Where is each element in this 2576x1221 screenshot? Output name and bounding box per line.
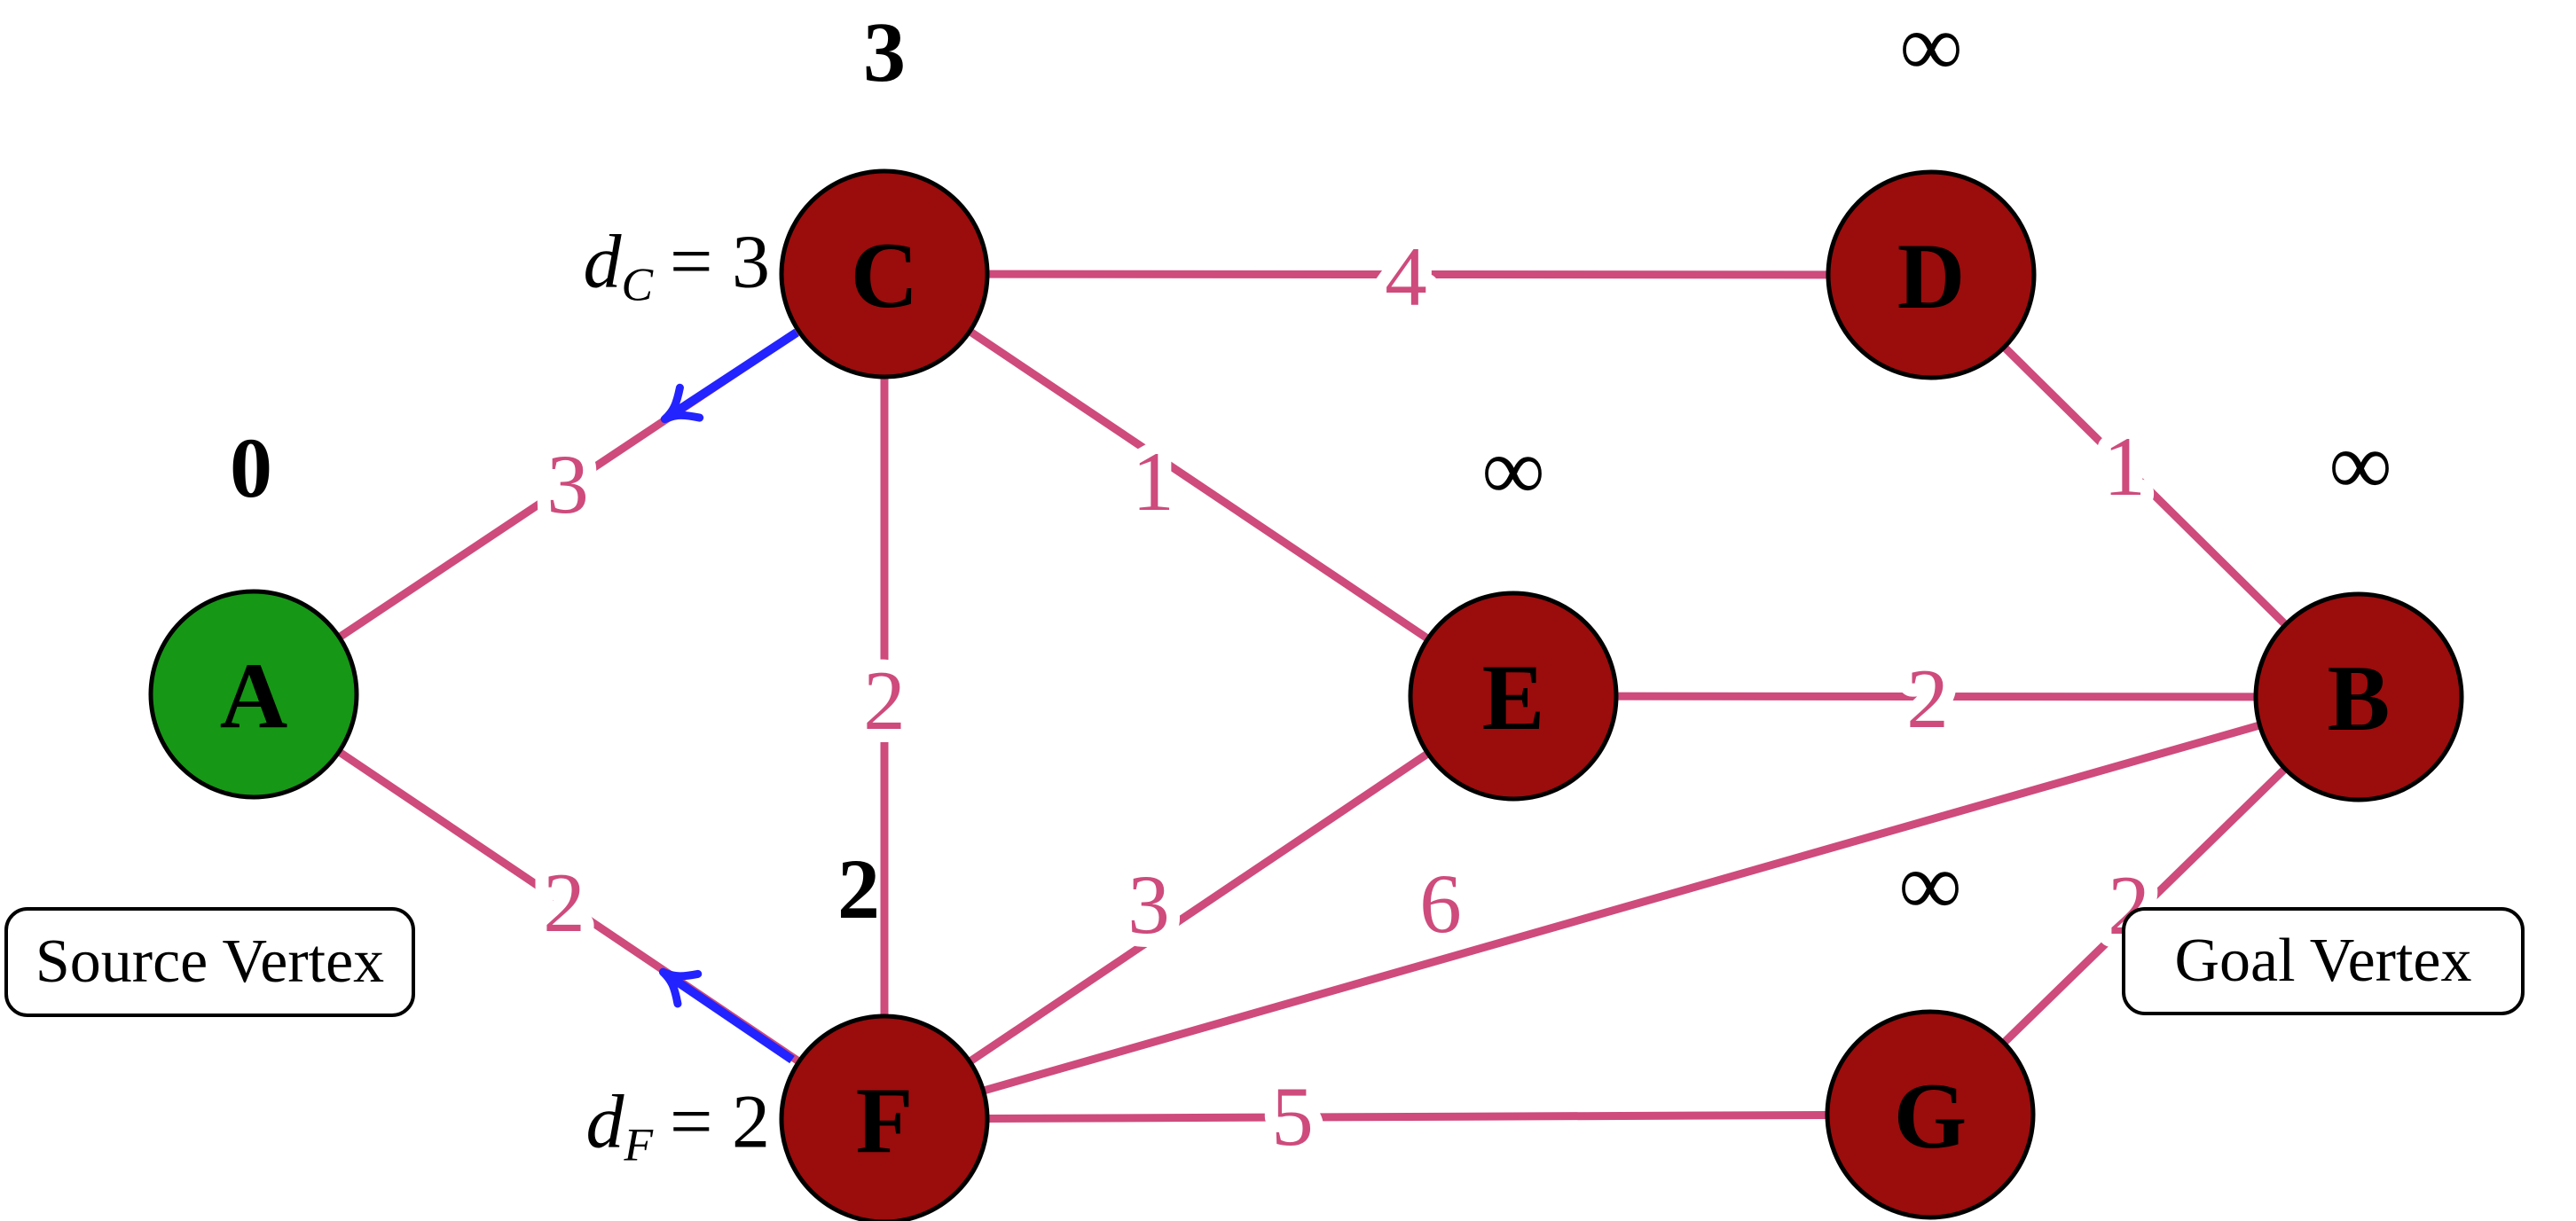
edge-E-F — [882, 693, 1516, 1123]
edge-weight-E-B: 2 — [1906, 652, 1949, 746]
distance-label-D: ∞ — [1899, 0, 1962, 95]
node-A — [148, 589, 359, 800]
node-B — [2253, 591, 2464, 802]
node-C — [779, 168, 990, 380]
nodes-layer: A C D E B F G — [148, 168, 2464, 1221]
goal-vertex-callout: Goal Vertex — [2122, 907, 2525, 1015]
edge-weight-C-E: 1 — [1132, 434, 1174, 528]
node-letter-A: A — [220, 644, 288, 747]
goal-vertex-label: Goal Vertex — [2174, 927, 2472, 995]
edge-C-D — [884, 270, 1932, 279]
edge-C-E — [882, 270, 1516, 700]
source-vertex-callout: Source Vertex — [4, 907, 415, 1017]
node-G — [1825, 1009, 2036, 1220]
predecessor-arrow-F-to-A — [658, 967, 795, 1064]
edge-E-B — [1512, 692, 2360, 701]
edge-F-B — [883, 693, 2360, 1123]
edge-weight-F-B: 6 — [1419, 857, 1462, 951]
distance-equation-F: dF = 2 — [586, 1077, 771, 1172]
distance-label-G: ∞ — [1898, 835, 1961, 934]
node-letter-C: C — [851, 223, 919, 327]
distance-value: = 3 — [669, 218, 770, 304]
edge-weight-A-C: 3 — [546, 437, 589, 531]
node-letter-E: E — [1482, 646, 1545, 749]
distance-label-F: 2 — [837, 841, 880, 936]
distance-subscript: C — [621, 257, 654, 311]
edge-weight-C-D: 4 — [1385, 230, 1427, 324]
distance-label-B: ∞ — [2329, 415, 2391, 513]
node-letter-D: D — [1897, 224, 1966, 328]
distance-label-E: ∞ — [1481, 420, 1544, 519]
predecessor-arrows-layer — [658, 328, 799, 1064]
distance-equation-C: dC = 3 — [584, 217, 770, 312]
edge-weight-A-F: 2 — [543, 856, 585, 950]
distance-label-A: 0 — [230, 420, 272, 515]
node-letter-G: G — [1894, 1064, 1967, 1168]
distance-subscript: F — [624, 1117, 654, 1171]
edge-weight-F-G: 5 — [1271, 1069, 1314, 1163]
node-F — [779, 1014, 990, 1221]
distance-symbol: d — [585, 1078, 624, 1164]
distance-label-C: 3 — [863, 4, 906, 99]
distance-symbol: d — [583, 218, 622, 304]
node-letter-B: B — [2328, 646, 2391, 750]
edge-F-G — [884, 1110, 1931, 1123]
predecessor-arrow-C-to-A — [660, 328, 799, 424]
edge-weight-E-F: 3 — [1127, 857, 1170, 951]
node-D — [1826, 169, 2037, 380]
source-vertex-label: Source Vertex — [35, 927, 385, 996]
node-E — [1408, 591, 1619, 802]
distance-labels-layer: 0 3 ∞ ∞ ∞ 2 ∞ — [230, 0, 2392, 936]
edges-layer — [251, 270, 2362, 1123]
distance-value: = 2 — [669, 1078, 770, 1164]
node-letter-F: F — [856, 1068, 914, 1172]
edge-weight-C-F: 2 — [863, 654, 906, 747]
edge-weight-D-B: 1 — [2103, 419, 2146, 513]
